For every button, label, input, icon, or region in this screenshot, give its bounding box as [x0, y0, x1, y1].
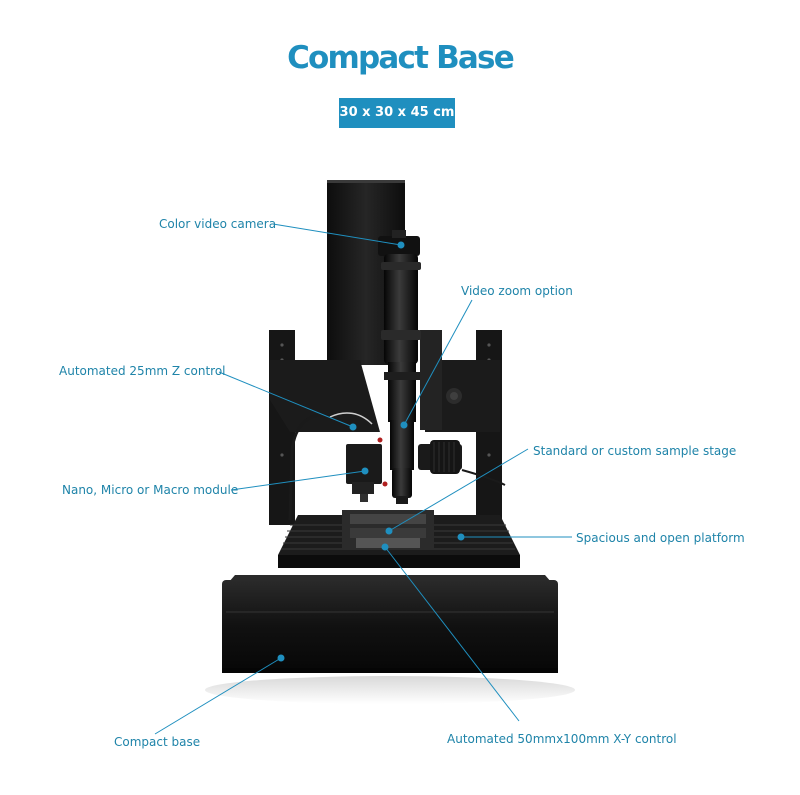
callout-xy-control: Automated 50mmx100mm X-Y control: [447, 732, 677, 746]
lens-column: [388, 362, 416, 422]
callout-z-control: Automated 25mm Z control: [59, 364, 226, 378]
page-title: Compact Base: [287, 40, 515, 76]
callout-dots: [277, 241, 465, 662]
callout-compact-base: Compact base: [114, 735, 201, 749]
module-body: [346, 444, 382, 484]
z-gantry: [270, 360, 380, 432]
callout-lines: [154, 223, 572, 735]
floor-shadow: [205, 676, 575, 704]
base-body: [222, 580, 558, 672]
callout-platform: Spacious and open platform: [576, 531, 745, 545]
callout-sample-stage: Standard or custom sample stage: [533, 444, 737, 458]
cable: [288, 413, 331, 521]
callout-color-video-camera: Color video camera: [159, 217, 277, 231]
dimensions-badge: 30 x 30 x 45 cm: [339, 98, 455, 128]
zoom-tube: [384, 254, 418, 364]
callout-video-zoom-option: Video zoom option: [461, 284, 573, 298]
callout-module: Nano, Micro or Macro module: [62, 483, 239, 497]
objective: [392, 468, 412, 498]
